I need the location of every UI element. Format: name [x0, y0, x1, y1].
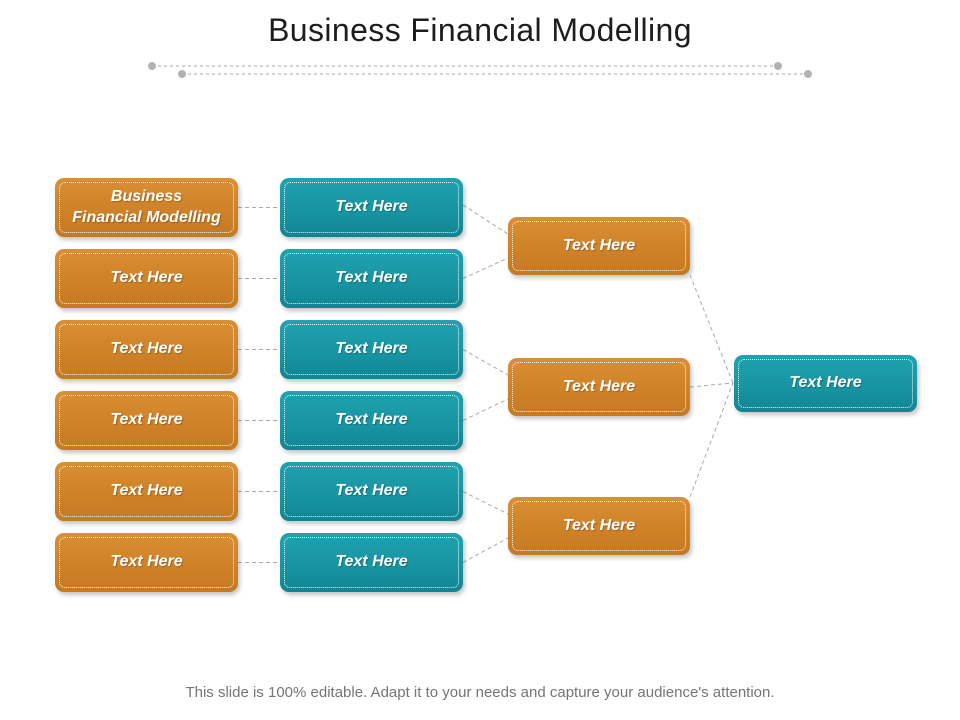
- level2-box-4: Text Here: [280, 391, 463, 450]
- connector: [462, 491, 509, 515]
- level2-box-4-label: Text Here: [335, 411, 408, 429]
- divider-end-dot: [178, 70, 186, 78]
- connector: [462, 257, 509, 279]
- footer-note: This slide is 100% editable. Adapt it to…: [185, 684, 775, 701]
- level1-box-5: Text Here: [55, 462, 238, 521]
- level3-box-3: Text Here: [508, 497, 690, 555]
- connector: [462, 349, 509, 376]
- connector: [462, 204, 509, 235]
- level2-box-1: Text Here: [280, 178, 463, 237]
- level1-box-1-label: Business Financial Modelling: [72, 187, 221, 226]
- level1-box-4-label: Text Here: [110, 411, 183, 429]
- level2-box-2: Text Here: [280, 249, 463, 308]
- level3-box-1: Text Here: [508, 217, 690, 275]
- level2-box-5: Text Here: [280, 462, 463, 521]
- connector: [462, 398, 509, 421]
- level1-box-3: Text Here: [55, 320, 238, 379]
- level1-box-4: Text Here: [55, 391, 238, 450]
- level1-box-6-label: Text Here: [110, 553, 183, 571]
- divider-end-dot: [774, 62, 782, 70]
- level2-box-3-label: Text Here: [335, 340, 408, 358]
- level2-box-2-label: Text Here: [335, 269, 408, 287]
- connector: [689, 274, 734, 384]
- level2-box-6-label: Text Here: [335, 553, 408, 571]
- level1-box-3-label: Text Here: [110, 340, 183, 358]
- level1-box-1: Business Financial Modelling: [55, 178, 238, 237]
- connector: [689, 382, 734, 498]
- level3-box-2: Text Here: [508, 358, 690, 416]
- level2-box-1-label: Text Here: [335, 198, 408, 216]
- level4-box-1: Text Here: [734, 355, 917, 412]
- level1-box-5-label: Text Here: [110, 482, 183, 500]
- level3-box-1-label: Text Here: [562, 236, 636, 254]
- connector: [689, 382, 734, 388]
- level2-box-6: Text Here: [280, 533, 463, 592]
- level2-box-3: Text Here: [280, 320, 463, 379]
- level4-box-1-label: Text Here: [789, 374, 862, 392]
- level2-box-5-label: Text Here: [335, 482, 408, 500]
- level1-box-6: Text Here: [55, 533, 238, 592]
- connector: [462, 537, 509, 563]
- level3-box-3-label: Text Here: [562, 516, 636, 534]
- title-divider-decoration: [148, 62, 812, 78]
- level1-box-2: Text Here: [55, 249, 238, 308]
- page-title: Business Financial Modelling: [268, 12, 692, 48]
- divider-end-dot: [804, 70, 812, 78]
- divider-end-dot: [148, 62, 156, 70]
- level3-box-2-label: Text Here: [562, 377, 636, 395]
- level1-box-2-label: Text Here: [110, 269, 183, 287]
